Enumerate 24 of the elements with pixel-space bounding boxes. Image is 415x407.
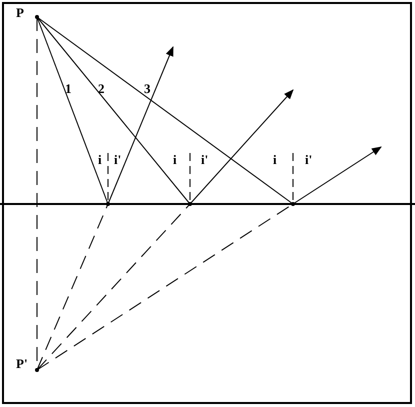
arrow <box>292 146 382 204</box>
reflection-point <box>291 202 295 206</box>
reflection-point <box>106 202 110 206</box>
ray-line <box>36 16 108 204</box>
ray-line <box>36 16 294 204</box>
edge-label: 3 <box>144 82 150 96</box>
arrow <box>190 89 294 204</box>
dashed-line <box>36 204 190 370</box>
angle-label: i <box>98 153 102 167</box>
ray-line <box>36 16 190 204</box>
arrow <box>108 46 174 204</box>
point-marker <box>14 7 39 19</box>
point-label: P <box>16 6 24 20</box>
angle-label: i' <box>305 153 312 167</box>
angle-label: i' <box>201 153 208 167</box>
angle-label: i <box>173 153 177 167</box>
point-label: P' <box>16 357 28 371</box>
point-marker <box>14 357 39 372</box>
reflection-point <box>188 202 192 206</box>
edge-label: 1 <box>65 82 72 96</box>
edge-label: 2 <box>98 82 104 96</box>
angle-label: i' <box>114 153 122 167</box>
angle-label: i <box>273 153 277 167</box>
dashed-line <box>36 204 108 370</box>
